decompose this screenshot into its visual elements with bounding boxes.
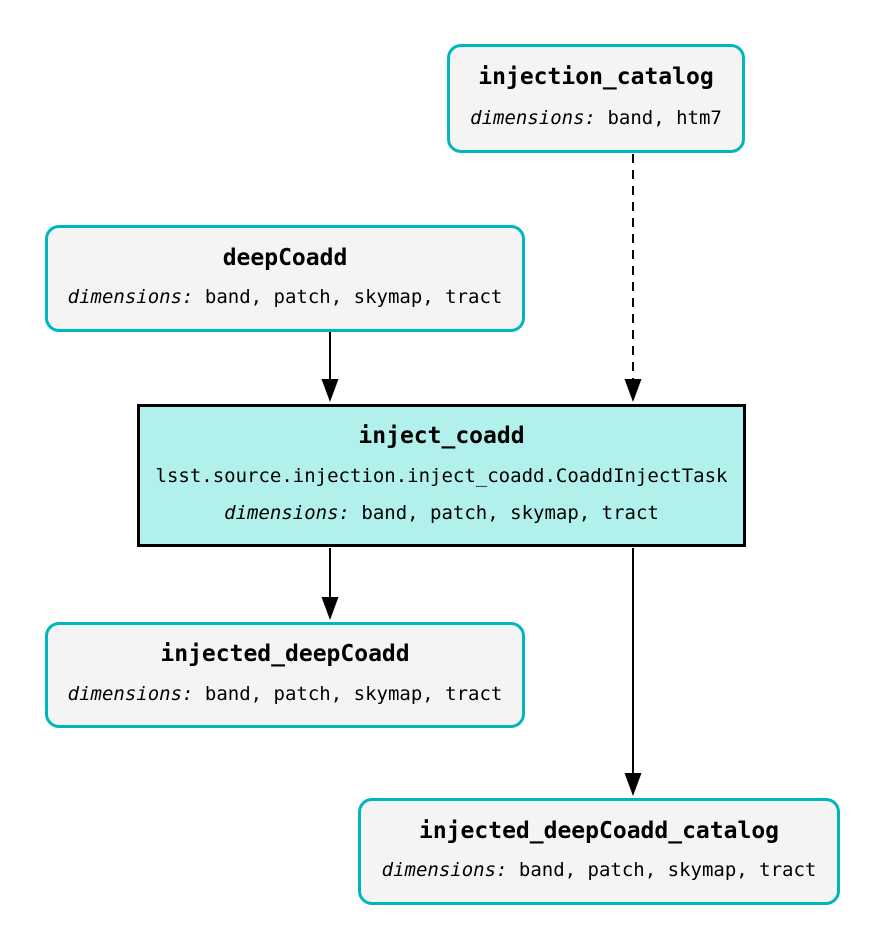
dimensions-label: dimensions: [67, 286, 194, 309]
arrowhead [624, 379, 642, 402]
node-title: injected_deepCoadd [160, 641, 410, 668]
node-title: deepCoadd [222, 244, 348, 271]
dimensions-values: band, patch, skymap, tract [204, 682, 503, 705]
dimensions-values: band, patch, skymap, tract [518, 859, 817, 882]
node-deepcoadd: deepCoadd dimensions: band, patch, skymap… [45, 225, 525, 332]
node-injected-deepcoadd-catalog: injected_deepCoadd_catalog dimensions: ba… [358, 798, 840, 905]
dimensions-label: dimensions: [67, 682, 194, 705]
node-injection-catalog: injection_catalog dimensions: band, htm7 [447, 44, 745, 153]
node-dimensions: dimensions: band, patch, skymap, tract [224, 501, 659, 525]
edge-inject-coadd-to-injected-deepcoadd-catalog [624, 548, 642, 796]
dimensions-values: band, patch, skymap, tract [204, 286, 503, 309]
node-title: injection_catalog [478, 64, 714, 91]
node-dimensions: dimensions: band, htm7 [470, 106, 722, 130]
arrowhead [321, 597, 339, 620]
edge-deepcoadd-to-inject-coadd [321, 332, 339, 402]
arrowhead [624, 773, 642, 796]
node-title: inject_coadd [358, 423, 525, 450]
node-title: injected_deepCoadd_catalog [418, 817, 780, 844]
arrowhead [321, 379, 339, 402]
dimensions-label: dimensions: [470, 106, 596, 129]
edge-injection-catalog-to-inject-coadd [624, 154, 642, 402]
dimensions-values: band, patch, skymap, tract [361, 501, 659, 524]
dimensions-values: band, htm7 [607, 106, 722, 129]
node-inject-coadd-task: inject_coadd lsst.source.injection.injec… [137, 404, 746, 547]
dimensions-label: dimensions: [381, 859, 508, 882]
task-class-path: lsst.source.injection.inject_coadd.Coadd… [155, 464, 728, 487]
node-injected-deepcoadd: injected_deepCoadd dimensions: band, patc… [45, 622, 525, 728]
dimensions-label: dimensions: [224, 501, 350, 524]
node-dimensions: dimensions: band, patch, skymap, tract [68, 682, 503, 706]
edge-inject-coadd-to-injected-deepcoadd [321, 548, 339, 620]
node-dimensions: dimensions: band, patch, skymap, tract [382, 858, 817, 882]
node-dimensions: dimensions: band, patch, skymap, tract [68, 285, 503, 309]
